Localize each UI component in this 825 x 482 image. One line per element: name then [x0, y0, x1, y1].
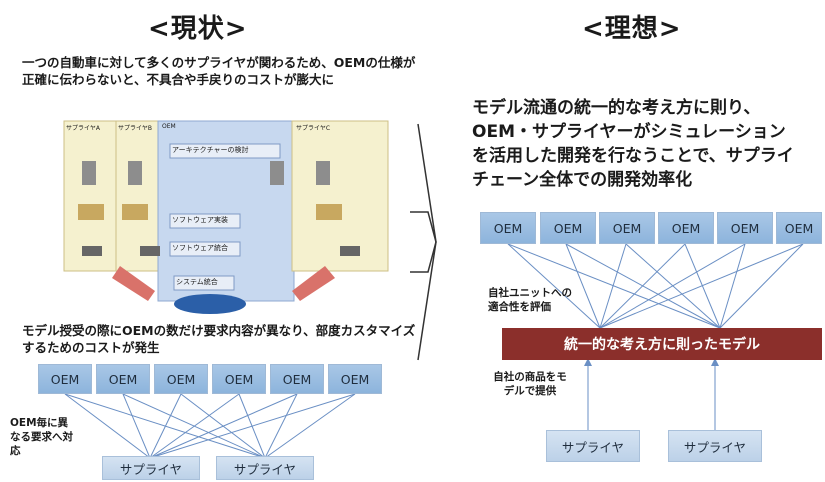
left-oem-box-2: OEM	[96, 364, 150, 394]
figure-col-supplier-a: サプライヤA	[66, 125, 100, 132]
right-oem-box-1: OEM	[480, 212, 536, 244]
right-supplier-box-1: サプライヤ	[546, 430, 640, 462]
right-oem-box-2: OEM	[540, 212, 596, 244]
figure-col-supplier-b: サプライヤB	[118, 125, 152, 132]
right-description: モデル流通の統一的な考え方に則り、OEM・サプライヤーがシミュレーションを活用し…	[472, 98, 794, 190]
left-oem-box-6: OEM	[328, 364, 382, 394]
left-supplier-box-1: サプライヤ	[102, 456, 200, 480]
figure-label-sw-impl: ソフトウェア実装	[172, 216, 228, 224]
left-title: <現状>	[148, 14, 248, 44]
process-figure-svg	[63, 120, 389, 314]
right-oem-box-5: OEM	[717, 212, 773, 244]
unified-model-box: 統一的な考え方に則ったモデル	[502, 328, 822, 360]
right-oem-box-6: OEM	[776, 212, 822, 244]
left-side-note: OEM毎に異なる要求へ対応	[10, 417, 73, 457]
figure-label-system-integration: システム統合	[176, 278, 218, 286]
right-supplier-box-2: サプライヤ	[668, 430, 762, 462]
left-oem-box-3: OEM	[154, 364, 208, 394]
figure-col-supplier-c: サプライヤC	[296, 125, 331, 132]
left-oem-box-1: OEM	[38, 364, 92, 394]
right-title: <理想>	[582, 14, 682, 44]
figure-col-oem: OEM	[162, 123, 176, 130]
figure-label-sw-integration: ソフトウェア統合	[172, 244, 228, 252]
right-note-top: 自社ユニットへの適合性を評価	[488, 287, 572, 313]
left-oem-box-4: OEM	[212, 364, 266, 394]
current-process-figure: アーキテクチャーの検討 ソフトウェア実装 ソフトウェア統合 システム統合 サプラ…	[60, 116, 390, 316]
right-oem-box-4: OEM	[658, 212, 714, 244]
right-note-bottom: 自社の商品をモデルで提供	[493, 371, 567, 397]
figure-label-architecture: アーキテクチャーの検討	[172, 146, 249, 154]
left-oem-box-5: OEM	[270, 364, 324, 394]
left-middle-text: モデル授受の際にOEMの数だけ要求内容が異なり、部度カスタマイズするためのコスト…	[22, 323, 416, 355]
right-oem-box-3: OEM	[599, 212, 655, 244]
left-description: 一つの自動車に対して多くのサプライヤが関わるため、OEMの仕様が正確に伝わらない…	[22, 55, 416, 87]
left-supplier-box-2: サプライヤ	[216, 456, 314, 480]
